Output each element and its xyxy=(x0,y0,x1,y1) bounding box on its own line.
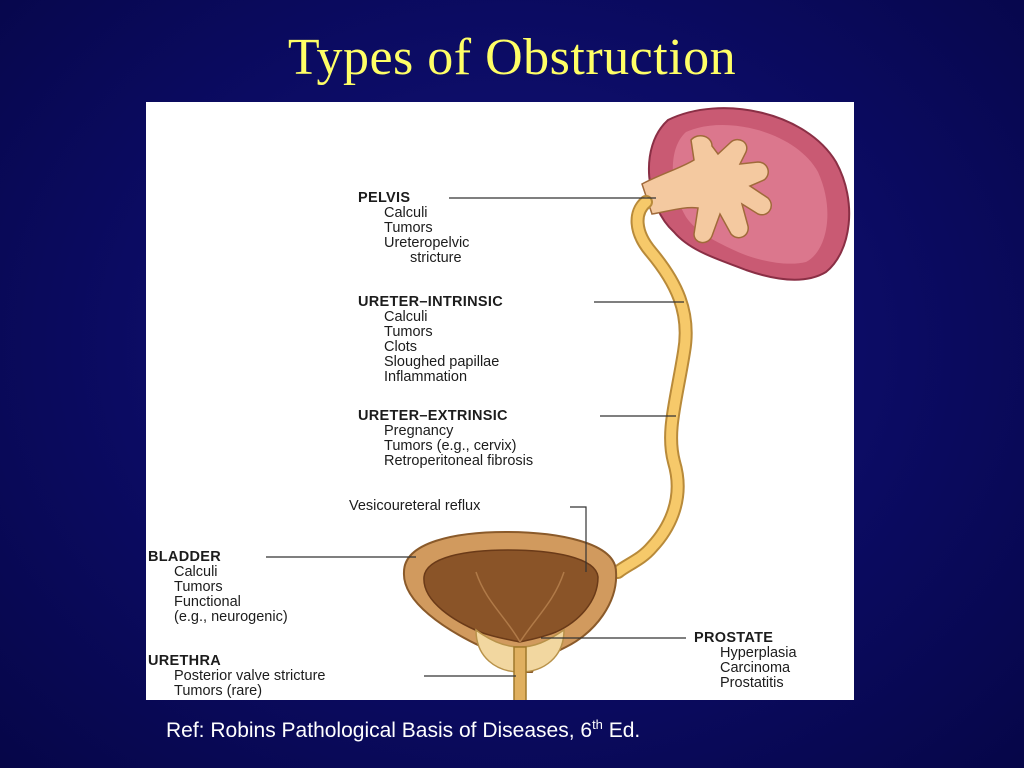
bladder-heading: BLADDER xyxy=(148,549,221,565)
pelvis-item: stricture xyxy=(410,250,462,266)
prostate-heading: PROSTATE xyxy=(694,630,774,646)
ureter-intrinsic-item: Calculi xyxy=(384,309,428,325)
pelvis-item: Calculi xyxy=(384,205,428,221)
prostate-item: Hyperplasia xyxy=(720,645,797,661)
reference-text: Ref: Robins Pathological Basis of Diseas… xyxy=(166,719,593,742)
bladder-item: Functional xyxy=(174,594,241,610)
pelvis-item: Ureteropelvic xyxy=(384,235,470,251)
bladder-item: Calculi xyxy=(174,564,218,580)
pelvis-item: Tumors xyxy=(384,220,433,236)
bladder-item: (e.g., neurogenic) xyxy=(174,609,288,625)
urethra-illustration xyxy=(513,646,527,700)
reflux-label: Vesicoureteral reflux xyxy=(349,499,480,514)
kidney-illustration xyxy=(641,107,851,281)
ureter-extrinsic-item: Tumors (e.g., cervix) xyxy=(384,438,517,454)
reflux-leader-line xyxy=(570,506,587,572)
ureter-intrinsic-label-group: URETER–INTRINSIC Calculi Tumors Clots Sl… xyxy=(358,295,503,385)
ureter-extrinsic-label-group: URETER–EXTRINSIC Pregnancy Tumors (e.g.,… xyxy=(358,409,533,469)
urethra-item: Tumors (rare) xyxy=(174,683,263,699)
urinary-tract-figure: PELVIS Calculi Tumors Ureteropelvic stri… xyxy=(146,102,854,700)
ureter-intrinsic-item: Clots xyxy=(384,339,418,355)
bladder-label-group: BLADDER Calculi Tumors Functional (e.g.,… xyxy=(148,550,288,625)
slide-title: Types of Obstruction xyxy=(287,29,737,86)
pelvis-label-group: PELVIS Calculi Tumors Ureteropelvic stri… xyxy=(358,191,469,266)
prostate-item: Carcinoma xyxy=(720,660,791,676)
pelvis-heading: PELVIS xyxy=(358,190,411,206)
ureter-intrinsic-item: Tumors xyxy=(384,324,433,340)
reference-citation: Ref: Robins Pathological Basis of Diseas… xyxy=(166,717,640,743)
ureter-extrinsic-item: Pregnancy xyxy=(384,423,454,439)
prostate-item: Prostatitis xyxy=(720,675,784,691)
reflux-heading: Vesicoureteral reflux xyxy=(349,498,481,514)
bladder-item: Tumors xyxy=(174,579,223,595)
urethra-item: Posterior valve stricture xyxy=(174,668,326,684)
ureter-intrinsic-item: Sloughed papillae xyxy=(384,354,500,370)
urinary-tract-illustration xyxy=(266,107,851,700)
urethra-label-group: URETHRA Posterior valve stricture Tumors… xyxy=(148,654,326,699)
ureter-extrinsic-item: Retroperitoneal fibrosis xyxy=(384,453,534,469)
ureter-extrinsic-heading: URETER–EXTRINSIC xyxy=(358,408,508,424)
reference-superscript: th xyxy=(592,717,603,732)
ureter-intrinsic-heading: URETER–INTRINSIC xyxy=(358,294,503,310)
reference-suffix: Ed. xyxy=(602,719,641,742)
ureter-intrinsic-item: Inflammation xyxy=(384,369,468,385)
prostate-label-group: PROSTATE Hyperplasia Carcinoma Prostatit… xyxy=(694,631,797,691)
urethra-heading: URETHRA xyxy=(148,653,221,669)
